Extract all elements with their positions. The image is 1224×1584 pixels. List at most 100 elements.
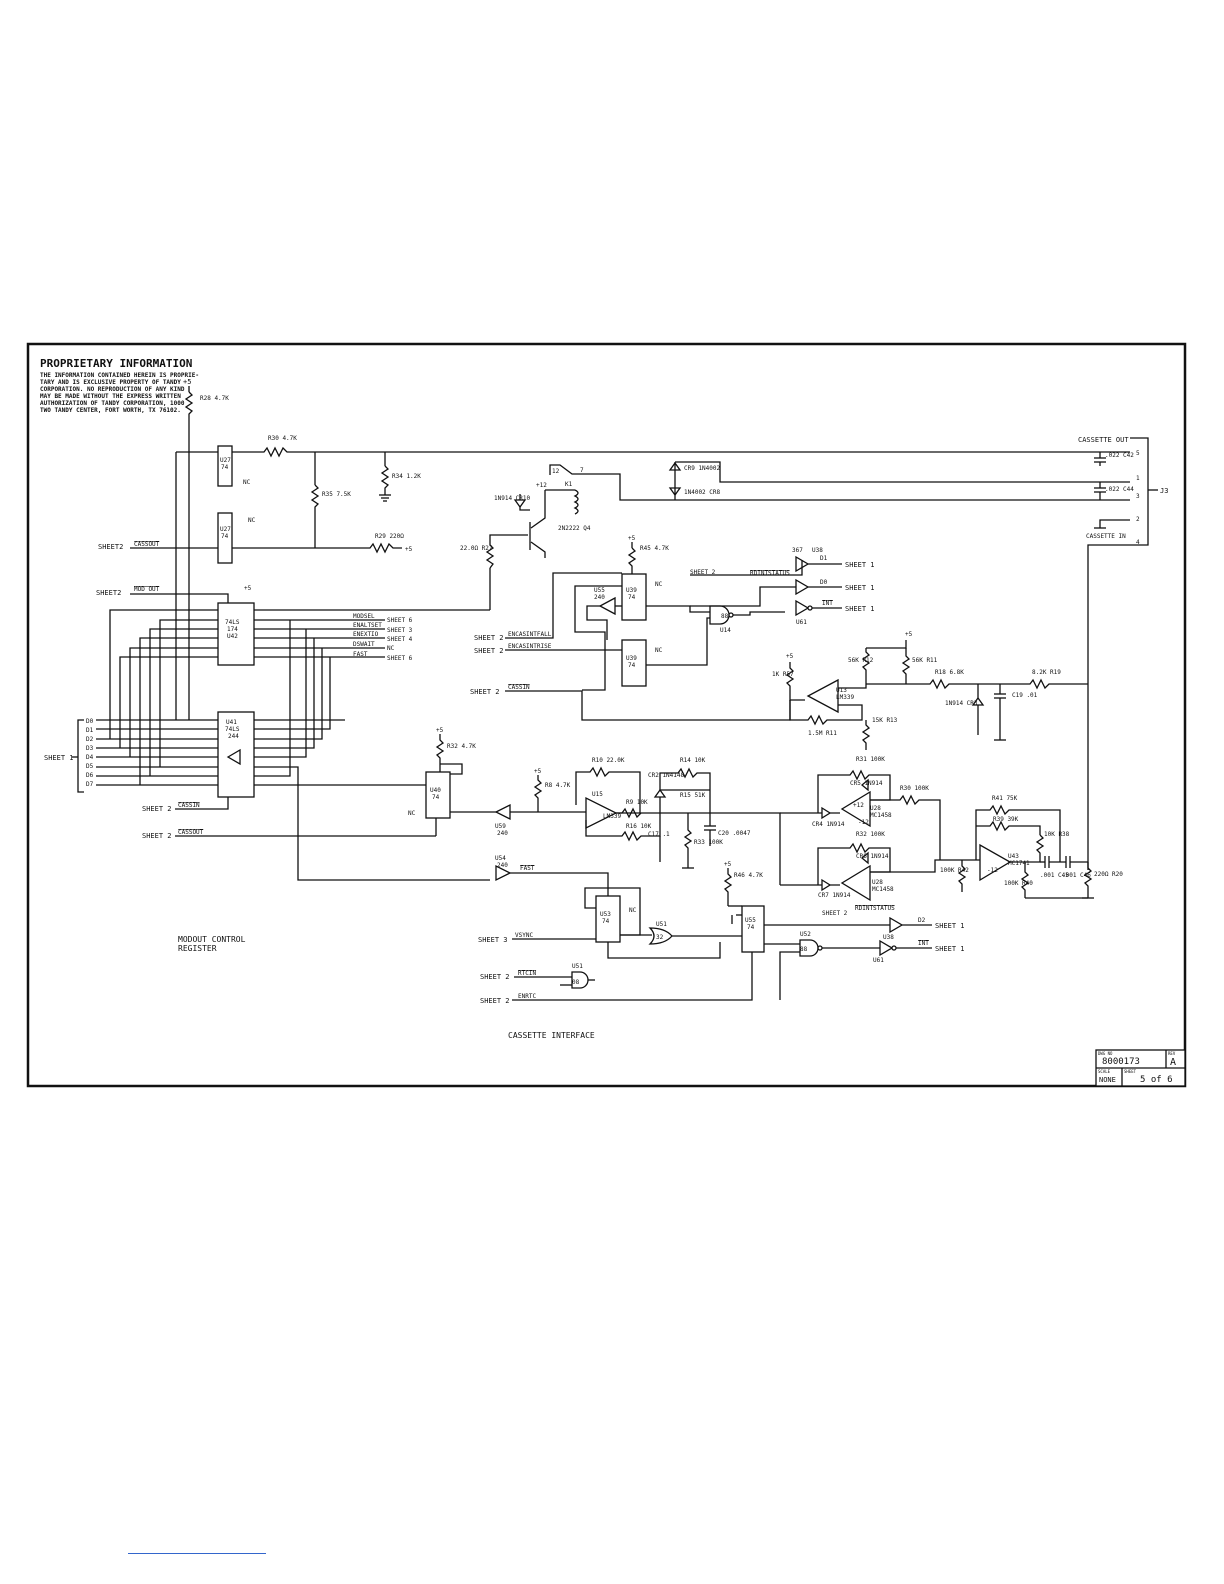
- cassout-label: CASSOUT: [178, 829, 204, 836]
- opamp-u43: [979, 843, 1012, 882]
- r12-label: 56K R12: [848, 657, 874, 664]
- data-bus: D0 D1 D2 D3 D4 D5 D6 D7: [86, 718, 218, 788]
- resistor-r34: [380, 465, 390, 495]
- chip-u42: [217, 602, 255, 666]
- supply-label: +5: [183, 378, 191, 386]
- sheet2-label: SHEET 2: [480, 973, 510, 981]
- bus-line-label: D7: [86, 781, 94, 788]
- rdintstatus-label: RDINTSTATUS: [855, 905, 895, 912]
- gate-label: 88: [721, 613, 729, 620]
- chip-label: 74LS: [225, 726, 240, 733]
- r18-label: R18 6.8K: [935, 669, 964, 676]
- filter-section: CR4 1N914 U28 MC1458 R31 100K CR5 1N914 …: [780, 756, 1123, 902]
- chip-label: 74: [432, 794, 440, 801]
- pin-label: 3: [1136, 493, 1140, 500]
- cr8-label: 1N4002 CR8: [684, 489, 721, 496]
- rev-label: REV: [1168, 1051, 1176, 1056]
- modout-title: REGISTER: [178, 944, 217, 953]
- sheet1-bus-label: SHEET 1: [44, 754, 74, 762]
- sheet1-label: SHEET 1: [935, 945, 965, 953]
- diode-cr6: [860, 851, 869, 865]
- scale-label: SCALE: [1098, 1069, 1111, 1074]
- proprietary-notice: PROPRIETARY INFORMATION THE INFORMATION …: [40, 357, 199, 414]
- sheet-ref: SHEET 6: [387, 655, 413, 662]
- cassin-label: CASSIN: [178, 802, 200, 809]
- sheet-label: SHEET: [1124, 1069, 1137, 1074]
- proprietary-line: AUTHORIZATION OF TANDY CORPORATION, 1000: [40, 400, 185, 407]
- r42-label: 100K R42: [940, 867, 969, 874]
- c45-label: .001 C45: [1040, 872, 1069, 879]
- encasintfall-label: ENCASINTFALL: [508, 631, 552, 638]
- diode-cr2: [653, 788, 667, 798]
- resistor-r28: [184, 391, 194, 430]
- footer-link-underline[interactable]: [128, 1553, 266, 1554]
- svg-text:7: 7: [580, 467, 584, 474]
- supply-label: +5: [436, 727, 444, 734]
- sheet2-label: SHEET 2: [474, 634, 504, 642]
- drawing-frame: [26, 342, 1187, 1088]
- diode-cr5: [860, 778, 869, 792]
- chip-label: U41: [226, 719, 237, 726]
- sheet1-label: SHEET 1: [845, 561, 875, 569]
- sheet1-label: SHEET 1: [935, 922, 965, 930]
- bus-line-label: D4: [86, 754, 94, 761]
- sheet-value: 5 of 6: [1140, 1075, 1173, 1085]
- chip-u39b: [621, 639, 647, 687]
- gate-label: U14: [720, 627, 731, 634]
- chip-label: U53: [600, 911, 611, 918]
- cr10-label: 1N914 CR10: [494, 495, 531, 502]
- r11-label: 1.5M R11: [808, 730, 837, 737]
- r15-label: R15 51K: [680, 792, 706, 799]
- sheet-ref: SHEET 4: [387, 636, 413, 643]
- rtc-section: U54 240 FAST U53 74 NC SHEET 3 VSYNC U51…: [478, 855, 965, 1040]
- enextio-label: ENEXTIO: [353, 631, 379, 638]
- d0-label: D0: [820, 579, 828, 586]
- proprietary-line: CORPORATION. NO REPRODUCTION OF ANY KIND: [40, 386, 185, 393]
- bus-line-label: D3: [86, 745, 94, 752]
- comparator-u15: [585, 796, 618, 830]
- cassout-label: CASSOUT: [134, 541, 160, 548]
- relay-coil-k1: [573, 489, 579, 515]
- proprietary-line: TARY AND IS EXCLUSIVE PROPERTY OF TANDY: [40, 379, 181, 386]
- bus-line-label: D1: [86, 727, 94, 734]
- c19-label: C19 .01: [1012, 692, 1038, 699]
- gate-label: 367: [792, 547, 803, 554]
- chip-label: U40: [430, 787, 441, 794]
- r16-label: R16 10K: [626, 823, 652, 830]
- rev-value: A: [1170, 1057, 1176, 1068]
- cr4-label: CR4 1N914: [812, 821, 845, 828]
- c44-label: .022 C44: [1105, 486, 1134, 493]
- gate-u51b: [571, 971, 589, 989]
- chip-label: U27: [220, 526, 231, 533]
- sheet2-label: SHEET2: [96, 589, 121, 597]
- c20-label: C20 .0047: [718, 830, 751, 837]
- encasintrise-label: ENCASINTRISE: [508, 643, 552, 650]
- dwg-label: DWG NO: [1098, 1051, 1113, 1056]
- gate-label: U54: [495, 855, 506, 862]
- comparator-u13: [806, 678, 839, 714]
- chip-label: 74: [221, 464, 229, 471]
- svg-text:12: 12: [552, 468, 560, 475]
- r32b-label: R32 100K: [856, 831, 885, 838]
- r9-label: R9 10K: [626, 799, 648, 806]
- r30b-label: R30 100K: [900, 785, 929, 792]
- title-block: DWG NO 8000173 REV A SCALE NONE SHEET 5 …: [1095, 1049, 1186, 1087]
- buffer-u54: [495, 864, 512, 882]
- chip-label: U39: [626, 587, 637, 594]
- chip-label: 244: [228, 733, 239, 740]
- buffer-u61: [795, 599, 810, 617]
- c17-label: C17 .1: [648, 831, 670, 838]
- chip-u27b: [217, 512, 233, 564]
- proprietary-line: MAY BE MADE WITHOUT THE EXPRESS WRITTEN: [40, 393, 181, 400]
- r28-label: R28 4.7K: [200, 395, 229, 402]
- bus-line-label: D6: [86, 772, 94, 779]
- sheet2-label: SHEET 2: [142, 832, 172, 840]
- chip-u40: [425, 771, 451, 819]
- connector-j3: CASSETTE OUT J3 5 1 3 2 4 .022 C42 .022 …: [1078, 436, 1168, 870]
- modout-title: MODOUT CONTROL: [178, 935, 246, 944]
- nc-label: NC: [629, 907, 637, 914]
- int-label: INT: [918, 940, 929, 947]
- chip-label: 74: [628, 662, 636, 669]
- proprietary-line: TWO TANDY CENTER, FORT WORTH, TX 76102.: [40, 407, 181, 414]
